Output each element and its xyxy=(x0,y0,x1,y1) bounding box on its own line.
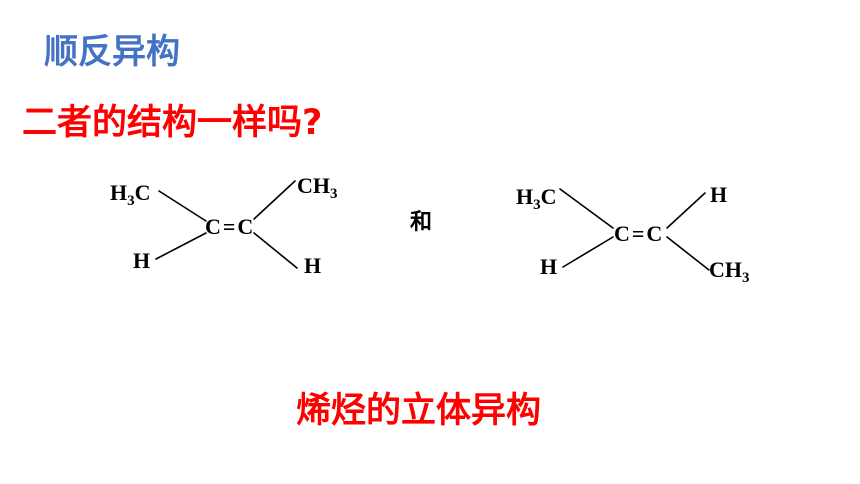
conclusion-text: 烯烃的立体异构 xyxy=(296,391,542,431)
question-text: 二者的结构一样吗? xyxy=(22,103,323,143)
bond-line xyxy=(562,236,614,268)
double-bond-label: C=C xyxy=(614,221,664,246)
substituent-top-left: H3C xyxy=(516,184,557,213)
bond-line xyxy=(559,188,614,229)
atom-label: H xyxy=(516,184,533,209)
connector-text: 和 xyxy=(410,210,433,235)
substituent-top-right: CH3 xyxy=(297,173,338,202)
substituent-top-right: H xyxy=(710,182,727,207)
double-bond-label: C=C xyxy=(205,214,255,239)
atom-label: C xyxy=(541,184,557,209)
substituent-bottom-left: H xyxy=(540,254,557,279)
subscript: 3 xyxy=(533,197,541,213)
atom-label: CH xyxy=(709,257,742,282)
subscript: 3 xyxy=(330,186,338,202)
bond-line xyxy=(666,236,710,271)
atom-label: H xyxy=(110,180,127,205)
subscript: 3 xyxy=(742,270,750,286)
substituent-bottom-right: CH3 xyxy=(709,257,750,286)
bond-line xyxy=(253,180,296,220)
substituent-bottom-right: H xyxy=(304,253,321,278)
substituent-bottom-left: H xyxy=(133,248,150,273)
atom-label: C xyxy=(135,180,151,205)
structure-2: H3C H C=C H CH3 xyxy=(516,182,750,286)
subscript: 3 xyxy=(127,193,135,209)
bond-line xyxy=(666,192,706,229)
atom-label: CH xyxy=(297,173,330,198)
structure-1: H3C CH3 C=C H H xyxy=(110,173,338,278)
slide-title: 顺反异构 xyxy=(44,32,180,72)
substituent-top-left: H3C xyxy=(110,180,151,209)
bond-line xyxy=(158,190,207,222)
bond-line xyxy=(155,232,207,260)
bond-line xyxy=(253,232,298,269)
